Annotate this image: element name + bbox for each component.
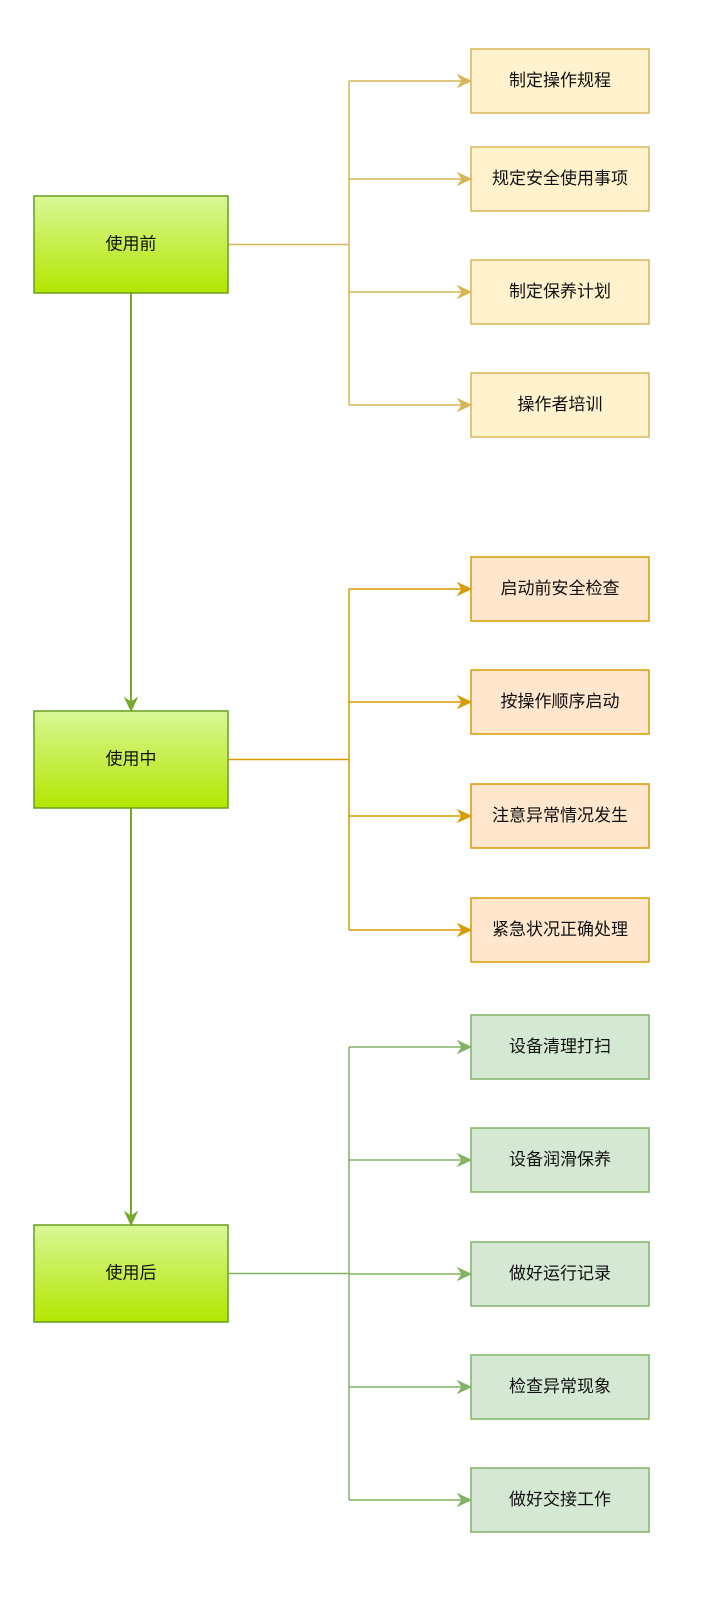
task-node: 检查异常现象 xyxy=(470,1354,650,1420)
connectors xyxy=(123,73,473,1508)
task-node: 设备清理打扫 xyxy=(470,1014,650,1080)
stage-label: 使用中 xyxy=(106,749,157,770)
task-box xyxy=(470,669,650,735)
task-label: 规定安全使用事项 xyxy=(492,168,628,189)
task-box xyxy=(470,1467,650,1533)
task-node: 注意异常情况发生 xyxy=(470,783,650,849)
task-label: 制定保养计划 xyxy=(509,282,611,302)
stage-node: 使用后 xyxy=(33,1224,229,1323)
task-label: 操作者培训 xyxy=(518,395,603,415)
branch-arrowhead xyxy=(456,1266,473,1282)
task-box xyxy=(470,1127,650,1193)
task-node: 设备润滑保养 xyxy=(470,1127,650,1193)
task-box xyxy=(470,897,650,963)
stage-flow-arrowhead xyxy=(123,696,139,713)
branch-arrowhead xyxy=(456,1492,473,1508)
task-label: 制定操作规程 xyxy=(509,71,611,91)
stage-label: 使用后 xyxy=(106,1263,157,1284)
branch-arrowhead xyxy=(456,397,473,413)
task-node: 做好交接工作 xyxy=(470,1467,650,1533)
stage-box xyxy=(33,1224,229,1323)
branch-arrowhead xyxy=(456,694,473,710)
task-label: 注意异常情况发生 xyxy=(492,806,628,826)
branch-arrowhead xyxy=(456,73,473,89)
stage-box xyxy=(33,195,229,294)
task-node: 操作者培训 xyxy=(470,372,650,438)
task-label: 按操作顺序启动 xyxy=(501,692,620,712)
task-box xyxy=(470,556,650,622)
task-label: 设备润滑保养 xyxy=(509,1150,611,1170)
task-node: 规定安全使用事项 xyxy=(470,146,650,212)
branch-arrowhead xyxy=(456,1152,473,1168)
task-node: 紧急状况正确处理 xyxy=(470,897,650,963)
branch-arrowhead xyxy=(456,1039,473,1055)
branch-arrowhead xyxy=(456,922,473,938)
task-box xyxy=(470,372,650,438)
task-label: 启动前安全检查 xyxy=(501,579,620,599)
stage-label: 使用前 xyxy=(106,234,157,255)
task-node: 启动前安全检查 xyxy=(470,556,650,622)
task-box xyxy=(470,1241,650,1307)
task-node: 按操作顺序启动 xyxy=(470,669,650,735)
branch-arrowhead xyxy=(456,284,473,300)
stage-flow-arrowhead xyxy=(123,1210,139,1227)
task-node: 制定操作规程 xyxy=(470,48,650,114)
task-node: 制定保养计划 xyxy=(470,259,650,325)
stage-box xyxy=(33,710,229,809)
task-box xyxy=(470,48,650,114)
task-box xyxy=(470,259,650,325)
task-label: 做好交接工作 xyxy=(509,1490,611,1510)
branch-arrowhead xyxy=(456,1379,473,1395)
task-label: 紧急状况正确处理 xyxy=(492,920,628,940)
task-label: 做好运行记录 xyxy=(509,1264,611,1284)
task-box xyxy=(470,783,650,849)
task-label: 设备清理打扫 xyxy=(509,1037,611,1057)
branch-arrowhead xyxy=(456,808,473,824)
stage-node: 使用前 xyxy=(33,195,229,294)
task-box xyxy=(470,146,650,212)
task-box xyxy=(470,1354,650,1420)
task-label: 检查异常现象 xyxy=(509,1377,611,1397)
stage-node: 使用中 xyxy=(33,710,229,809)
branch-arrowhead xyxy=(456,581,473,597)
task-box xyxy=(470,1014,650,1080)
branch-arrowhead xyxy=(456,171,473,187)
task-node: 做好运行记录 xyxy=(470,1241,650,1307)
